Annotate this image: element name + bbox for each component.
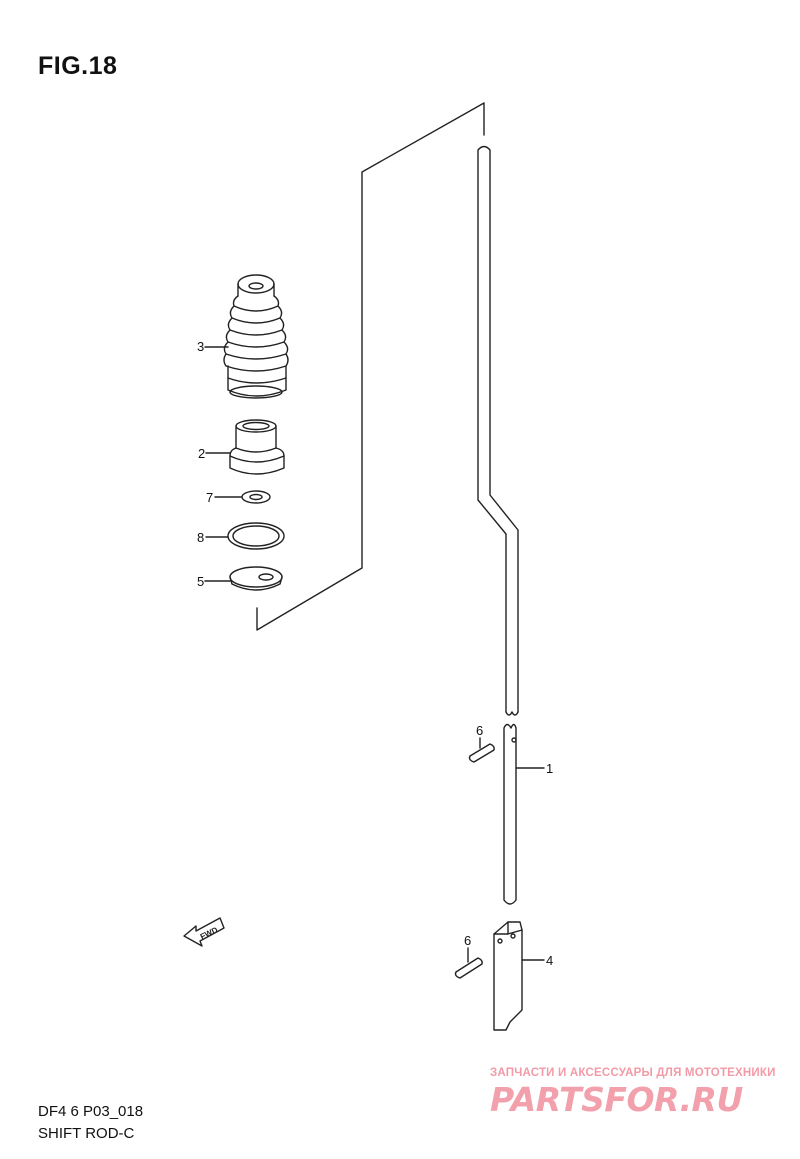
- watermark-tagline: ЗАПЧАСТИ И АКСЕССУАРЫ ДЛЯ МОТОТЕХНИКИ: [490, 1067, 776, 1079]
- callout-7: 7: [206, 490, 214, 505]
- shift-rod-upper: [477, 145, 519, 716]
- small-washer: [214, 490, 271, 504]
- shift-arm: [493, 921, 545, 1031]
- callout-3: 3: [197, 339, 205, 354]
- callout-1: 1: [546, 761, 554, 776]
- callout-8: 8: [197, 530, 205, 545]
- fwd-arrow-icon: FWD: [183, 917, 225, 947]
- callout-6-lower: 6: [464, 933, 472, 948]
- diagram-code: DF4 6 P03_018: [38, 1103, 144, 1120]
- callout-6-upper: 6: [476, 723, 484, 738]
- rubber-boot: [204, 274, 289, 399]
- figure-title: FIG.18: [38, 52, 118, 80]
- diagram-name: SHIFT ROD-C: [38, 1125, 135, 1142]
- shift-rod-lower: [503, 723, 545, 905]
- pin-upper: [468, 737, 495, 763]
- callout-4: 4: [546, 953, 554, 968]
- pin-lower: [454, 947, 483, 979]
- o-ring: [205, 522, 285, 550]
- callout-5: 5: [197, 574, 205, 589]
- cushion-washer: [204, 566, 283, 591]
- callout-2: 2: [198, 446, 206, 461]
- grommet: [205, 419, 285, 475]
- watermark-brand: PARTSFOR.RU: [490, 1080, 743, 1119]
- assembly-bracket-line: [256, 102, 485, 631]
